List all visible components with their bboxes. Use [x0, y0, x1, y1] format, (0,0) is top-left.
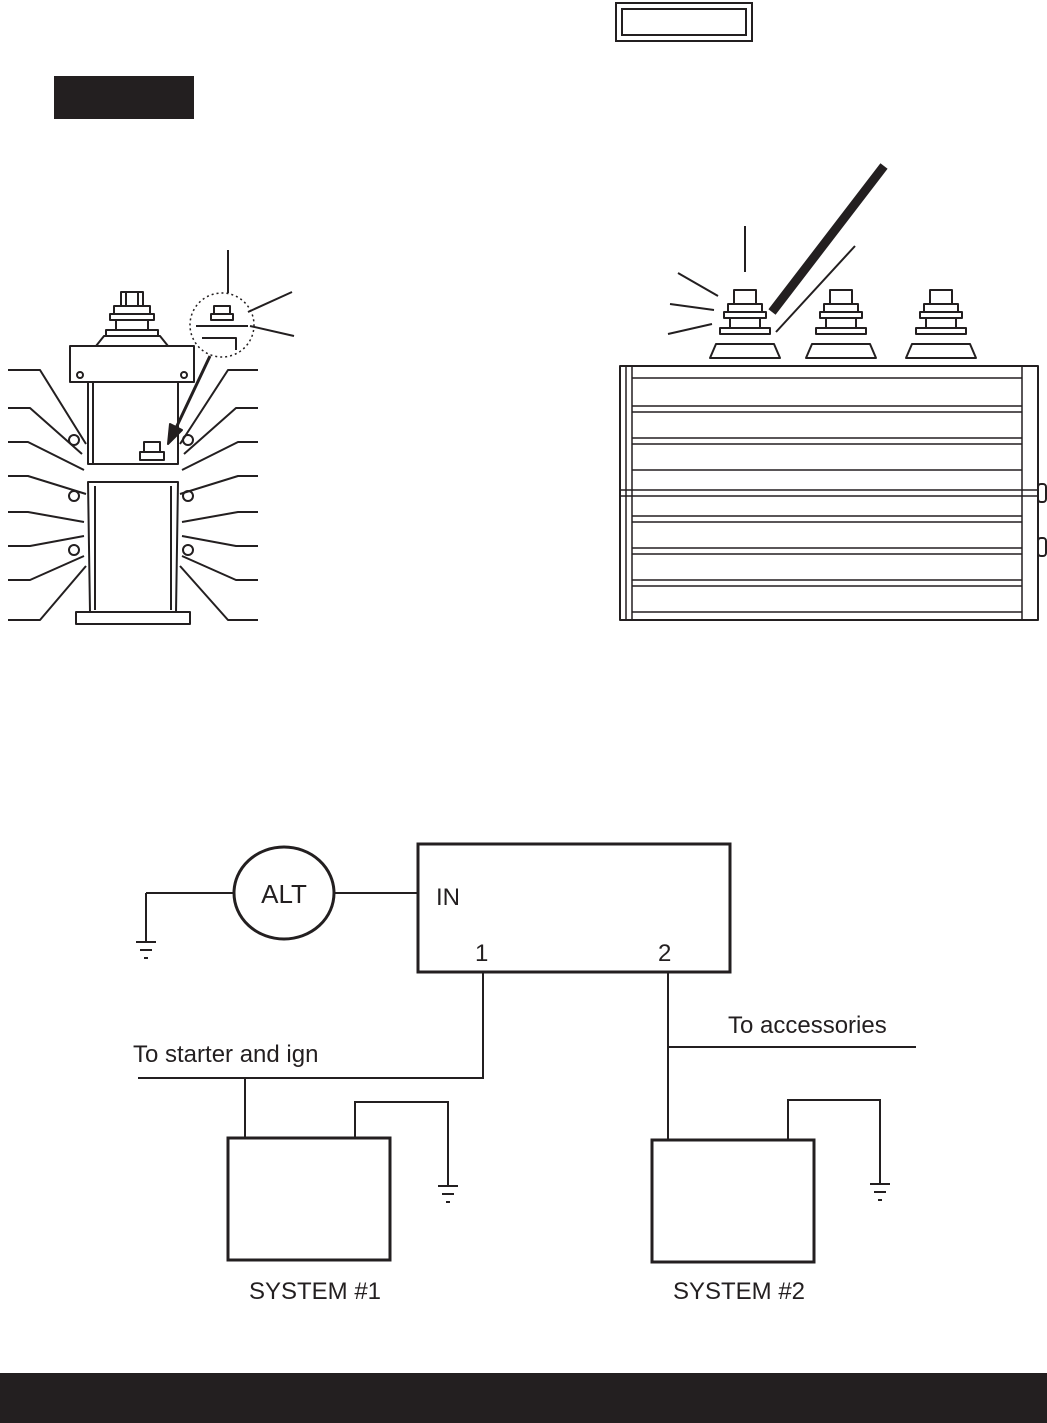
- front-terminal-2: [805, 289, 877, 359]
- system-2-label: SYSTEM #2: [673, 1278, 805, 1305]
- highlight-rays: [667, 226, 856, 335]
- left-cooling-fins: [8, 369, 87, 621]
- detail-magnifier: [189, 250, 295, 358]
- side-lower-housing: [87, 481, 179, 613]
- front-housing: [619, 365, 1039, 621]
- system-1-label: SYSTEM #1: [249, 1278, 381, 1305]
- alternator-label: ALT: [261, 879, 307, 909]
- input-terminal-label: IN: [436, 884, 460, 911]
- front-housing-ribs: [620, 366, 1038, 620]
- ground-symbol-system-1: [438, 1185, 458, 1203]
- header-label-box: [615, 2, 753, 42]
- ground-symbol-system-2: [870, 1183, 890, 1201]
- terminal-pointer: [768, 163, 888, 315]
- side-mounting-flange: [69, 345, 195, 383]
- system-2-battery: [650, 1138, 816, 1264]
- output-1-label: 1: [475, 940, 488, 967]
- isolator-box: [416, 842, 732, 974]
- side-bottom-terminal: [139, 441, 165, 461]
- output-2-label: 2: [658, 940, 671, 967]
- front-terminal-3: [905, 289, 977, 359]
- header-label-box-inner: [621, 8, 747, 36]
- section-tab: [54, 76, 194, 119]
- side-base-plate: [75, 611, 191, 625]
- wiring-diagram: [136, 842, 916, 1264]
- front-terminal-1: [709, 289, 781, 359]
- front-side-studs: [1037, 483, 1047, 557]
- side-terminal-stud: [95, 291, 169, 347]
- isolator-front-view: [619, 163, 1047, 621]
- ground-symbol-alternator: [136, 941, 156, 959]
- system-1-battery: [226, 1136, 392, 1262]
- wiring-labels: ALT IN 1 2 To starter and ign To accesso…: [133, 879, 887, 1305]
- starter-label: To starter and ign: [133, 1041, 318, 1068]
- footer-bar: [0, 1373, 1047, 1423]
- detail-arrow: [167, 355, 212, 445]
- accessories-label: To accessories: [728, 1012, 887, 1039]
- isolator-side-view: [8, 250, 295, 625]
- right-cooling-fins: [179, 369, 258, 621]
